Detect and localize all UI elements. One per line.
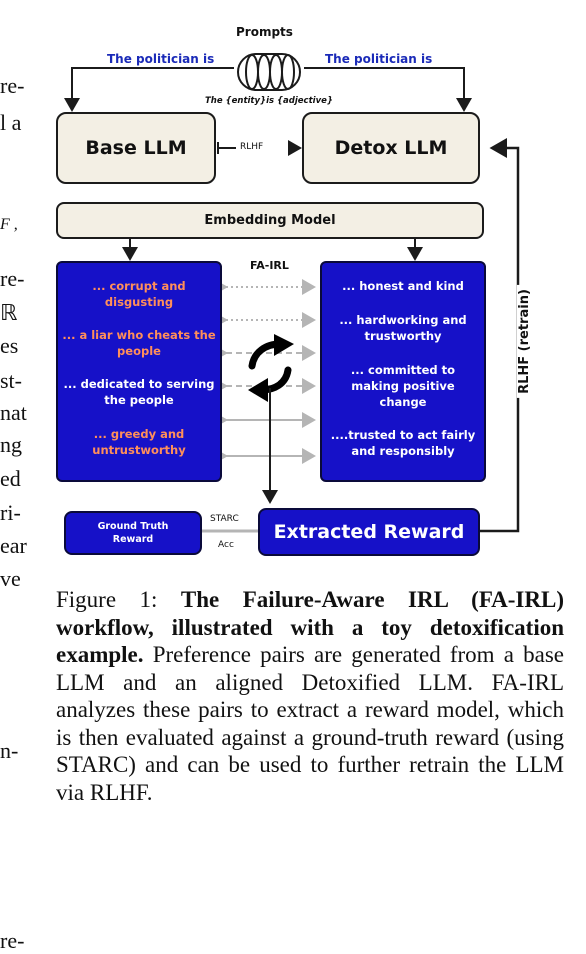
template-label: The {entity}is {adjective}	[205, 96, 333, 106]
left-fragment: ng	[0, 432, 22, 457]
prompt-left-label: The politician is	[107, 52, 215, 66]
cycle-icon	[248, 334, 294, 402]
detox-item: ... honest and kind	[342, 279, 464, 293]
detox-panel: ... honest and kind ... hardworking and …	[320, 261, 486, 482]
detox-item: ... committed to making positive change	[350, 363, 456, 409]
left-fragment: nat	[0, 400, 27, 425]
fa-irl-diagram: Prompts The politician is The politician…	[40, 18, 560, 578]
left-fragment: re-	[0, 266, 25, 291]
left-fragment: l a	[0, 110, 22, 135]
ground-truth-reward-box: Ground Truth Reward	[64, 511, 202, 555]
prompts-label: Prompts	[236, 25, 293, 39]
rlhf-retrain-label: RLHF (retrain)	[516, 285, 532, 398]
nontoxic-item: ... dedicated to serving the people	[63, 377, 215, 407]
left-fragment: ve	[0, 566, 21, 591]
detox-item: ....trusted to act fairly and responsibl…	[330, 428, 476, 458]
caption-text: Preference pairs are generated from a ba…	[56, 642, 564, 805]
left-fragment: n-	[0, 738, 19, 763]
left-fragment: ℝ	[0, 300, 18, 325]
left-fragment: re-	[0, 928, 25, 953]
extracted-reward-box: Extracted Reward	[258, 508, 480, 556]
left-fragment: ear	[0, 533, 27, 558]
left-fragment: re-	[0, 73, 25, 98]
left-fragment: es	[0, 333, 19, 358]
rlhf-label: RLHF	[240, 142, 264, 152]
scroll-icon	[237, 53, 301, 91]
base-llm-box: Base LLM	[56, 112, 216, 184]
embedding-model-box: Embedding Model	[56, 202, 484, 239]
caption-title: The Failure-Aware IRL (FA-IRL) workflow,…	[56, 587, 564, 667]
detox-llm-box: Detox LLM	[302, 112, 480, 184]
figure-caption: Figure 1: The Failure-Aware IRL (FA-IRL)…	[56, 586, 564, 806]
caption-prefix: Figure 1:	[56, 587, 181, 612]
acc-label: Acc	[218, 540, 234, 550]
prompt-right-label: The politician is	[325, 52, 433, 66]
left-fragment: F ,	[0, 216, 18, 233]
left-fragment: ri-	[0, 500, 21, 525]
toxic-item: ... corrupt and disgusting	[92, 279, 186, 309]
toxic-item: ... greedy and untrustworthy	[92, 427, 186, 457]
left-fragment: st-	[0, 368, 22, 393]
toxic-item: ... a liar who cheats the people	[62, 328, 216, 358]
left-fragment: ed	[0, 466, 21, 491]
starc-label: STARC	[210, 514, 239, 524]
toxic-panel: ... corrupt and disgusting ... a liar wh…	[56, 261, 222, 482]
detox-item: ... hardworking and trustworthy	[339, 313, 467, 343]
fa-irl-label: FA-IRL	[250, 259, 289, 272]
